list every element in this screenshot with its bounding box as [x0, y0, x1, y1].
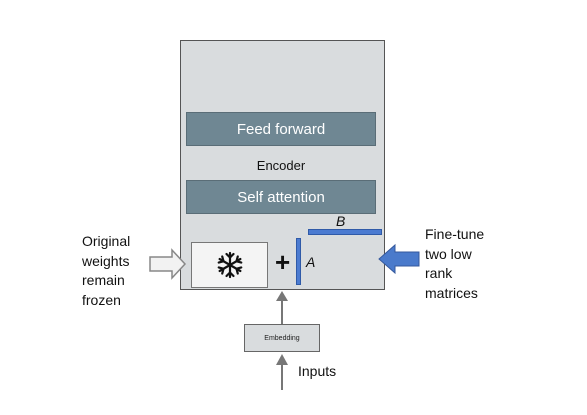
snowflake-icon	[217, 251, 242, 279]
feed-forward-label: Feed forward	[236, 120, 326, 138]
self-attention-label: Self attention	[237, 188, 325, 206]
frozen-caption-line: frozen	[82, 291, 121, 308]
self-attention-layer: Self attention	[186, 180, 376, 214]
frozen-caption: Original weights remain frozen	[82, 232, 130, 310]
finetune-caption-line: matrices	[425, 284, 478, 301]
finetune-caption-line: two low	[425, 245, 472, 262]
frozen-caption-line: weights	[82, 252, 130, 269]
inputs-to-embedding-arrow	[276, 354, 288, 390]
frozen-arrow	[149, 248, 187, 280]
finetune-caption-line: rank	[425, 265, 453, 281]
embedding-to-encoder-arrow	[276, 291, 288, 324]
finetune-caption: Fine-tune two low rank matrices	[425, 225, 484, 303]
embedding-label: Embedding	[264, 334, 300, 342]
plus-sign: +	[275, 247, 291, 277]
finetune-arrow	[378, 243, 420, 275]
encoder-label: Encoder	[256, 158, 306, 173]
matrix-a-bar	[296, 238, 301, 285]
finetune-caption-line: Fine-tune	[425, 226, 485, 242]
frozen-caption-line: remain	[82, 272, 125, 288]
embedding-box: Embedding	[244, 324, 320, 352]
matrix-b-label: B	[336, 213, 346, 229]
matrix-b-bar	[308, 229, 382, 235]
inputs-label: Inputs	[298, 363, 337, 379]
matrix-a-label: A	[306, 254, 316, 270]
frozen-weights-box	[191, 242, 268, 288]
frozen-caption-line: Original	[82, 233, 131, 249]
feed-forward-layer: Feed forward	[186, 112, 376, 146]
